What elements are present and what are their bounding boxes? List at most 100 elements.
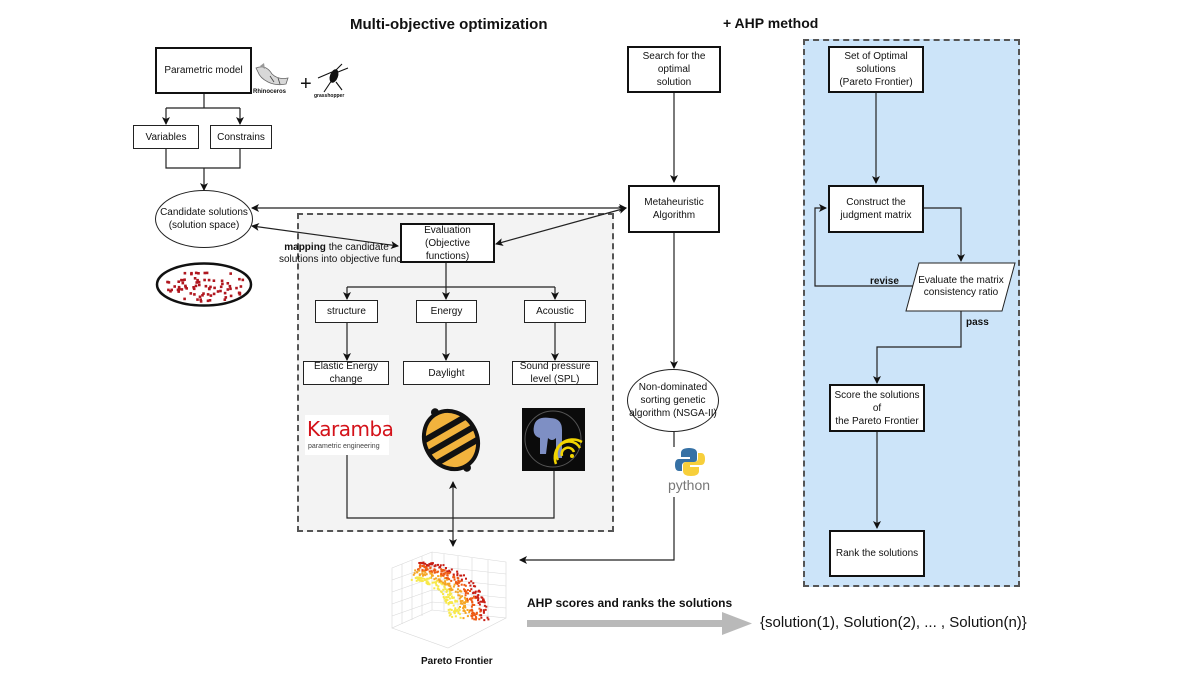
solution-dot	[193, 277, 197, 280]
pareto-point	[460, 579, 463, 582]
pareto-point	[419, 579, 422, 582]
pareto-point	[433, 581, 436, 584]
pareto-point	[473, 585, 475, 588]
pareto-point	[478, 607, 481, 610]
pareto-point	[429, 572, 432, 575]
pareto-point	[422, 565, 425, 567]
pareto-point	[444, 580, 447, 583]
pareto-point	[437, 578, 440, 581]
evaluate-consistency-parallelogram	[905, 262, 1016, 312]
pareto-point	[430, 573, 433, 576]
pareto-point	[456, 574, 459, 577]
pareto-point	[417, 568, 419, 571]
pareto-point	[434, 571, 437, 574]
solution-dot	[209, 285, 212, 289]
pareto-point	[428, 563, 431, 566]
pareto-point	[434, 577, 437, 580]
pareto-point	[448, 578, 451, 581]
revise-label: revise	[870, 276, 899, 287]
pareto-point	[452, 585, 455, 588]
pareto-point	[446, 570, 449, 573]
pareto-point	[447, 603, 450, 606]
solution-dot	[209, 294, 213, 297]
solution-dot	[229, 272, 232, 275]
pareto-point	[470, 599, 473, 602]
pareto-point	[457, 607, 460, 610]
pareto-point	[454, 582, 457, 585]
search-optimal-line2: solution	[656, 77, 692, 88]
ahp-region	[803, 39, 1020, 587]
pareto-point	[435, 580, 438, 583]
pareto-point	[442, 574, 445, 577]
pareto-point	[424, 574, 427, 577]
pareto-point	[474, 615, 477, 618]
pareto-point	[418, 576, 421, 579]
solution-dot	[180, 288, 184, 291]
solution-dot	[173, 285, 176, 288]
solution-dot	[177, 285, 181, 289]
pareto-point	[443, 569, 446, 572]
pareto-point	[473, 614, 476, 617]
output-spl: Sound pressure level (SPL)	[512, 361, 598, 385]
pareto-point	[445, 567, 447, 570]
solution-dot	[229, 294, 233, 298]
pareto-point	[423, 566, 426, 569]
score-line2: the Pareto Frontier	[835, 415, 919, 427]
pareto-point	[454, 615, 457, 618]
pareto-point	[476, 595, 479, 598]
optimal-set-line2: solutions	[856, 64, 896, 75]
karamba-logo-text: Karamba	[307, 417, 394, 441]
pareto-point	[464, 597, 467, 600]
pareto-point	[469, 584, 472, 587]
category-structure-label: structure	[327, 306, 366, 317]
pareto-point	[453, 612, 456, 614]
pareto-point	[419, 561, 422, 564]
solution-dot	[238, 291, 241, 295]
pareto-point	[448, 611, 451, 614]
nsga-line1: Non-dominated	[638, 382, 708, 393]
category-energy: Energy	[416, 300, 477, 323]
pareto-point	[433, 565, 436, 568]
mapping-label: mapping the candidate solutions into obj…	[279, 242, 422, 266]
pareto-point	[448, 597, 451, 600]
pareto-point	[419, 564, 422, 567]
pareto-point	[483, 604, 486, 607]
pareto-point	[475, 617, 478, 620]
pareto-point	[464, 589, 466, 592]
evaluate-line2: consistency ratio	[923, 287, 999, 298]
solution-dot	[206, 293, 210, 296]
pareto-point	[454, 600, 457, 603]
solution-dot	[221, 282, 224, 286]
pareto-point	[447, 602, 450, 604]
pareto-point	[422, 562, 425, 565]
pareto-point	[447, 596, 450, 598]
pareto-point	[466, 589, 469, 591]
pareto-point	[450, 568, 453, 571]
solution-dot	[177, 290, 180, 293]
pareto-point	[462, 617, 465, 620]
pareto-point	[445, 596, 448, 599]
pareto-point	[423, 578, 426, 580]
pareto-point	[482, 611, 485, 614]
pareto-point	[423, 570, 426, 573]
solution-dot	[183, 278, 186, 281]
pareto-point	[439, 575, 442, 578]
pareto-point	[418, 569, 421, 572]
solution-dot	[207, 278, 211, 282]
edge-model-split	[166, 94, 240, 109]
pareto-point	[420, 579, 423, 582]
karamba-logo: Karamba parametric engineering	[305, 415, 394, 455]
pareto-point	[453, 583, 456, 586]
pareto-point	[427, 582, 430, 585]
pareto-point	[431, 562, 434, 565]
pareto-point	[477, 594, 480, 596]
pareto-point	[452, 596, 455, 599]
pareto-point	[422, 574, 424, 577]
solution-dot	[219, 285, 223, 289]
pareto-point	[478, 589, 480, 592]
pareto-point	[487, 618, 490, 621]
solution-dot	[194, 284, 198, 288]
pareto-point	[474, 590, 477, 593]
pareto-point	[431, 574, 433, 577]
rhino-icon	[255, 63, 289, 86]
